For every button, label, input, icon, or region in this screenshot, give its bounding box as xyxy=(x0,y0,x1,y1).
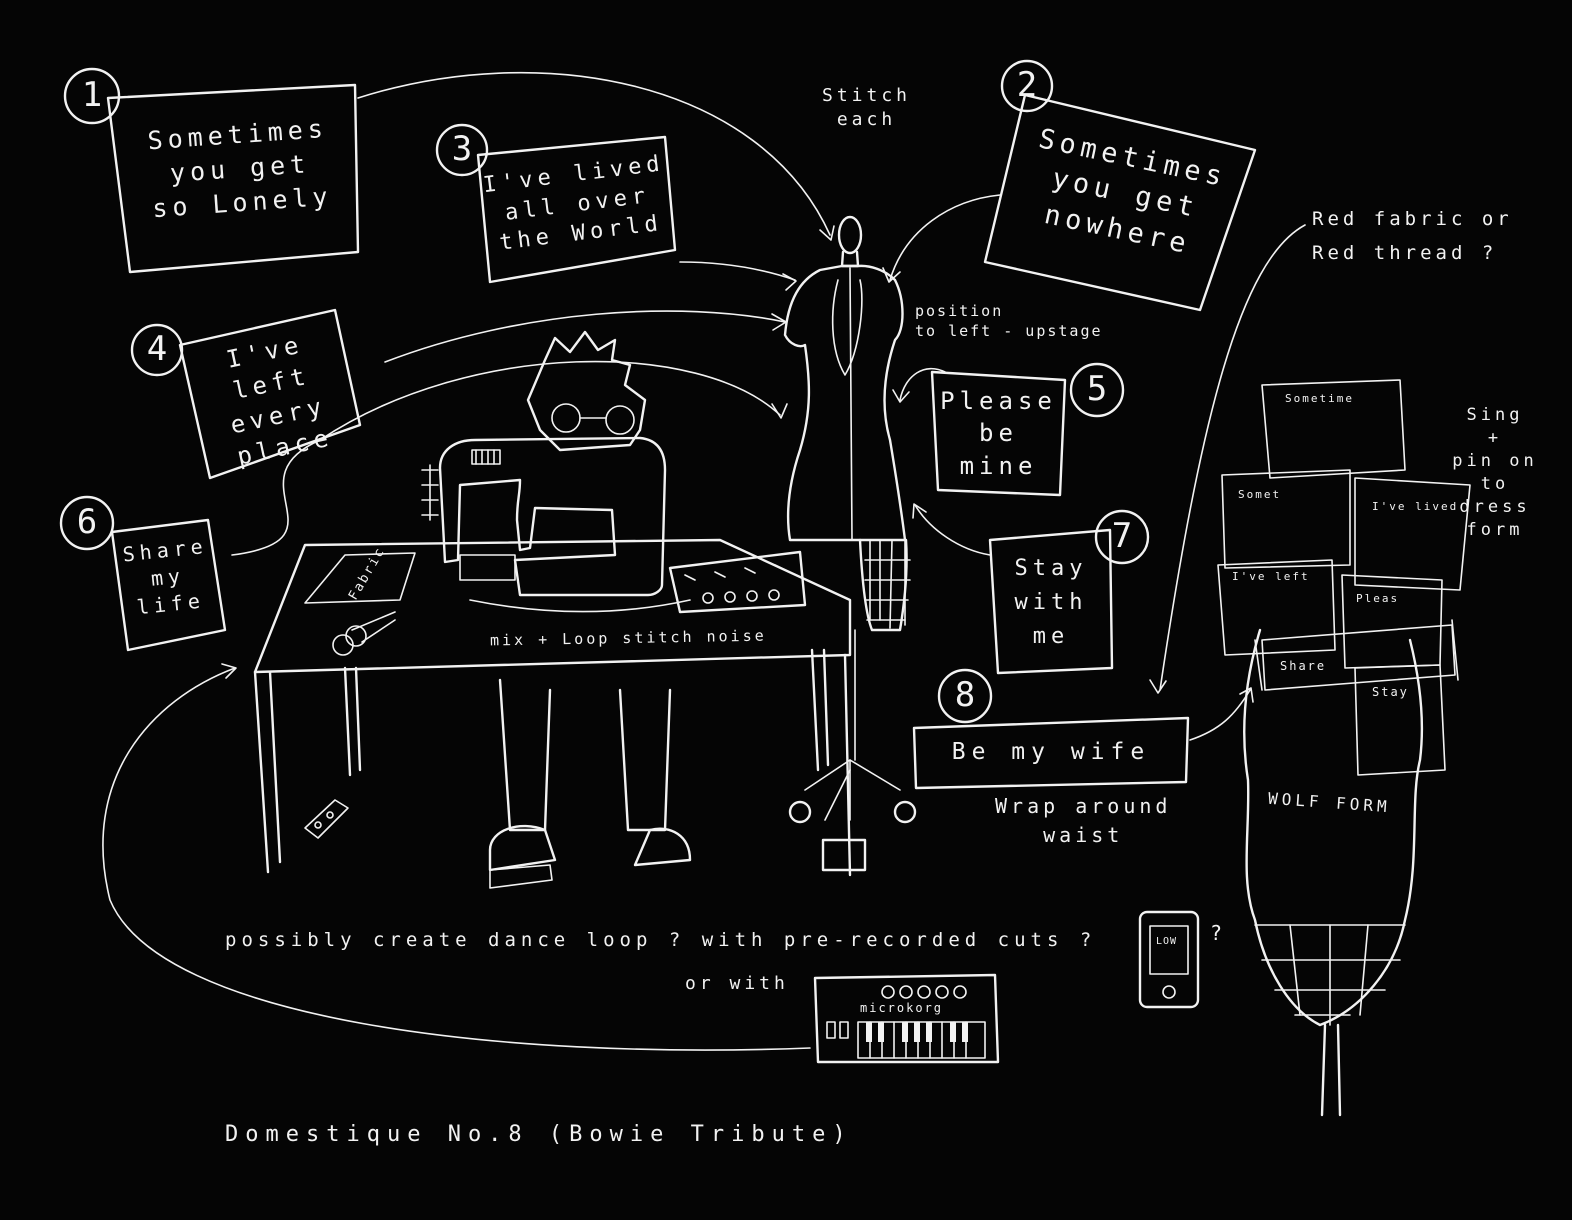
number-8-circle xyxy=(937,668,993,724)
card-4-outline xyxy=(178,308,362,480)
arrow-card-2 xyxy=(889,194,1001,281)
wolf-form xyxy=(1217,379,1471,1117)
table xyxy=(253,538,852,877)
note-position: position to left - upstage xyxy=(915,302,1103,340)
person xyxy=(488,330,692,889)
card-8-number: 8 xyxy=(954,675,976,715)
mini-card-label: I've left xyxy=(1232,570,1310,583)
ipod-screen-label: LOW xyxy=(1156,936,1178,947)
mini-card-label: Pleas xyxy=(1356,592,1400,605)
mini-card-label: Share xyxy=(1280,659,1327,673)
card-1-lyric: Sometimes you get so Lonely xyxy=(146,113,334,223)
mini-card-label: Somet xyxy=(1238,488,1282,501)
card-2-outline xyxy=(983,93,1257,312)
note-red-fabric: Red fabric or Red thread ? xyxy=(1312,208,1513,265)
mini-card-label: Stay xyxy=(1372,685,1409,699)
ipod xyxy=(1138,910,1200,1009)
arrow-card-6-head xyxy=(771,403,788,419)
arrow-red-fabric-head xyxy=(1149,679,1167,694)
dress-form xyxy=(783,215,917,872)
arrow-card-7-head xyxy=(912,503,927,519)
card-6-number: 6 xyxy=(76,502,98,542)
card-3-outline xyxy=(476,135,677,284)
number-5-circle xyxy=(1069,362,1125,418)
card-7-lyric: Stay with me xyxy=(1014,556,1088,650)
arrow-card-8-head xyxy=(1239,687,1254,703)
arrow-card-3 xyxy=(679,261,796,281)
arrow-card-4 xyxy=(384,310,786,363)
note-question-mark: ? xyxy=(1210,921,1227,945)
card-5-number: 5 xyxy=(1086,369,1108,409)
card-3-number: 3 xyxy=(451,129,473,169)
card-6-lyric: Share my life xyxy=(121,533,209,620)
card-5-outline xyxy=(930,370,1067,497)
sewing-machine xyxy=(421,436,667,597)
mixer xyxy=(469,550,807,614)
card-1-outline xyxy=(106,83,360,274)
arrow-card-5-head xyxy=(892,389,910,403)
arrow-card-7 xyxy=(914,504,991,556)
card-7-number: 7 xyxy=(1111,516,1133,556)
number-6-circle xyxy=(59,495,115,551)
microkorg xyxy=(813,973,1000,1064)
note-sing-pin: Sing + pin on to dress form xyxy=(1452,405,1538,540)
mini-card-label: I've lived xyxy=(1372,500,1459,513)
note-stitch-each: Stitch each xyxy=(822,85,912,131)
number-7-circle xyxy=(1094,509,1150,565)
card-4-number: 4 xyxy=(146,329,168,369)
card-1-number: 1 xyxy=(81,75,103,115)
arrow-loop xyxy=(102,667,811,1051)
card-8-outline xyxy=(912,716,1190,790)
arrow-card-6 xyxy=(231,360,781,556)
number-4-circle xyxy=(130,323,184,377)
note-dance-loop: possibly create dance loop ? with pre-re… xyxy=(225,929,1097,951)
arrow-card-8 xyxy=(1189,689,1251,741)
card-8-lyric: Be my wife xyxy=(951,739,1151,765)
arrow-red-fabric xyxy=(1159,224,1306,691)
note-or-with: or with xyxy=(685,973,789,994)
arrow-head-1 xyxy=(819,225,835,241)
arrow-card-3-head xyxy=(782,273,797,291)
card-5-lyric: Please be mine xyxy=(940,387,1057,480)
arrow-loop-head xyxy=(221,663,237,679)
arrow-card-1 xyxy=(357,71,831,236)
page-title: Domestique No.8 (Bowie Tribute) xyxy=(225,1122,853,1147)
card-2-number: 2 xyxy=(1016,65,1038,105)
card-7-outline xyxy=(988,528,1114,675)
number-1-circle xyxy=(63,67,121,125)
mini-card-label: Sometime xyxy=(1285,392,1354,405)
note-wrap-waist: Wrap around waist xyxy=(995,794,1172,847)
number-3-circle xyxy=(435,123,489,177)
number-2-circle xyxy=(1000,59,1054,113)
card-6-outline xyxy=(110,518,227,652)
arrow-card-5 xyxy=(899,367,946,401)
microkorg-label: microkorg xyxy=(860,1001,944,1015)
